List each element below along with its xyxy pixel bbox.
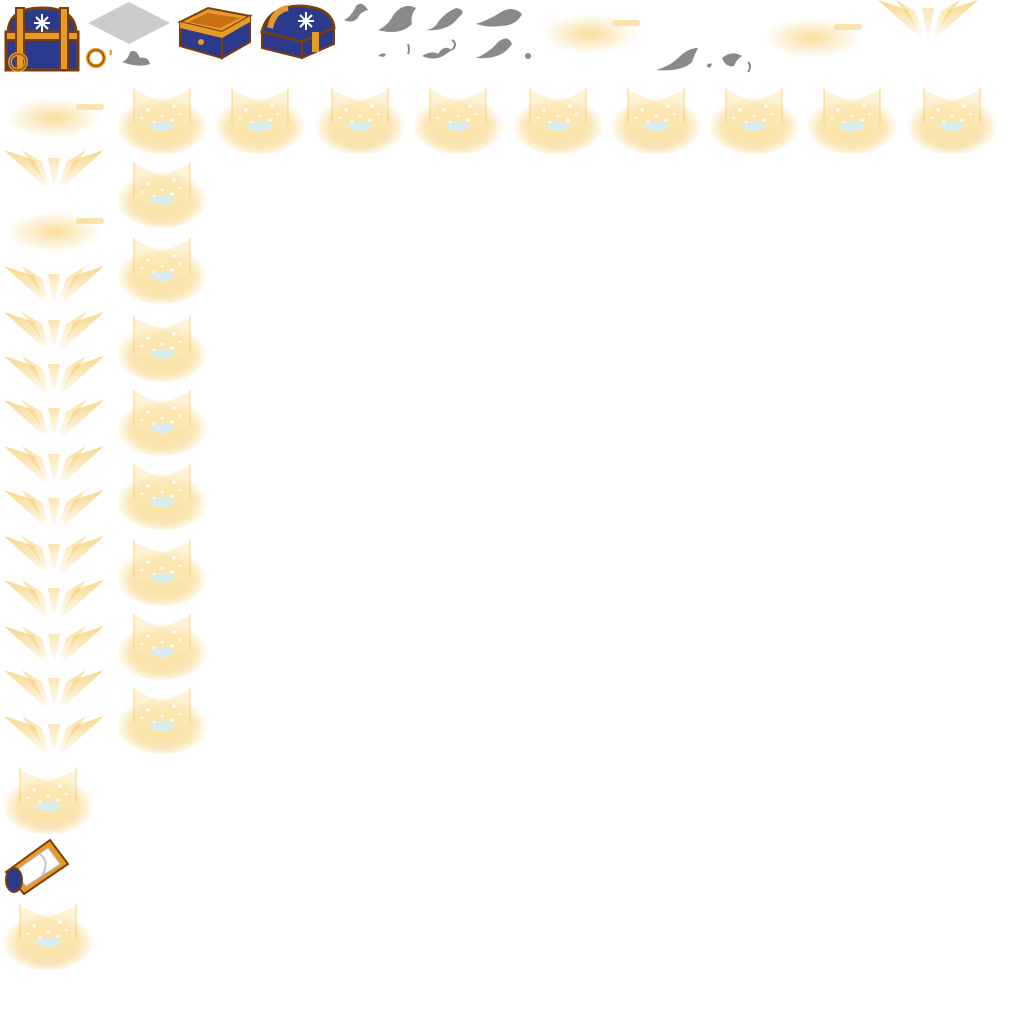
smoke-wisp-sprite xyxy=(122,50,150,66)
sparkle-glow-sprite xyxy=(312,84,408,156)
soft-glow-sprite xyxy=(4,96,104,140)
sparkle-glow-sprite xyxy=(804,84,900,156)
sparkle-glow-sprite xyxy=(114,610,210,682)
smoke-trail-sprite xyxy=(656,48,751,73)
ray-glow-sprite xyxy=(4,446,104,490)
sparkle-glow-sprite xyxy=(114,158,210,230)
sparkle-glow-sprite xyxy=(706,84,802,156)
sparkle-glow-sprite xyxy=(510,84,606,156)
smoke-puffs-sprite xyxy=(344,3,531,59)
sparkle-glow-sprite xyxy=(114,460,210,532)
ray-glow-sprite xyxy=(4,490,104,534)
soft-glow-sprite xyxy=(4,210,104,254)
sparkle-glow-sprite xyxy=(608,84,704,156)
ray-glow-sprite xyxy=(4,716,104,760)
sparkle-glow-sprite xyxy=(114,386,210,458)
sparkle-glow-sprite xyxy=(212,84,308,156)
ray-glow-sprite xyxy=(4,312,104,356)
sparkle-glow-sprite xyxy=(114,536,210,608)
closed-chest-sprite xyxy=(258,2,338,60)
sparkle-glow-sprite xyxy=(114,312,210,384)
floor-tile-sprite xyxy=(88,2,170,44)
ray-glow-sprite xyxy=(4,626,104,670)
ray-glow-sprite xyxy=(4,356,104,400)
sparkle-glow-sprite xyxy=(114,84,210,156)
sparkle-glow-sprite xyxy=(114,234,210,306)
open-chest-sprite xyxy=(174,4,254,62)
soft-glow-sprite xyxy=(762,16,862,60)
ray-glow-sprite xyxy=(4,670,104,714)
sparkle-glow-sprite xyxy=(410,84,506,156)
sparkle-glow-sprite xyxy=(904,84,1000,156)
gold-ring-sprite xyxy=(86,46,116,70)
ray-glow-sprite xyxy=(4,580,104,624)
sparkle-glow-sprite xyxy=(114,684,210,756)
ray-glow-sprite xyxy=(4,400,104,444)
soft-glow-sprite xyxy=(540,12,640,56)
ray-glow-sprite xyxy=(4,536,104,580)
ray-glow-sprite xyxy=(4,266,104,310)
ray-glow-sprite xyxy=(878,0,978,44)
sparkle-glow-sprite xyxy=(0,900,96,972)
closed-chest-with-lock-sprite xyxy=(2,2,82,78)
ray-glow-sprite xyxy=(4,150,104,194)
chest-lid-sprite xyxy=(2,836,70,896)
sparkle-glow-sprite xyxy=(0,764,96,836)
